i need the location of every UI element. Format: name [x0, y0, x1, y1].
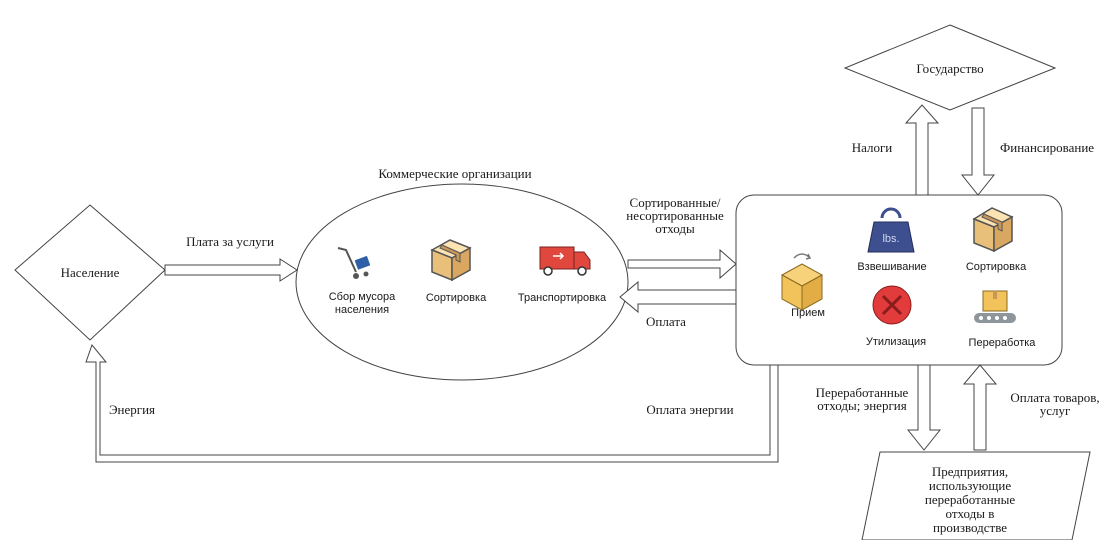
- svg-text:lbs.: lbs.: [882, 233, 899, 245]
- truck-icon: [539, 246, 591, 276]
- box-icon: [430, 239, 472, 282]
- collection-label-line1: Сбор мусора: [329, 291, 396, 303]
- arrow-energy: [85, 343, 779, 463]
- goods-payment-line2: услуг: [1040, 403, 1071, 418]
- facility-sorting-label: Сортировка: [966, 261, 1027, 273]
- commercial-sorting-label: Сортировка: [426, 292, 487, 304]
- population-diamond: [14, 204, 166, 341]
- state-diamond: [843, 24, 1057, 111]
- payment-label: Оплата: [646, 314, 686, 329]
- collection-label-line2: населения: [335, 304, 389, 316]
- hand-truck-icon: [337, 247, 371, 279]
- disposal-icon: [872, 285, 912, 325]
- processed-waste-line1: Переработанные: [816, 385, 909, 400]
- weighing-label: Взвешивание: [857, 261, 926, 273]
- enterprises-line2: использующие: [929, 478, 1011, 493]
- enterprises-line1: Предприятия,: [932, 464, 1008, 479]
- processing-label: Переработка: [969, 337, 1037, 349]
- processed-waste-line2: отходы; энергия: [817, 398, 906, 413]
- weight-icon: lbs.: [867, 207, 915, 253]
- population-label: Население: [61, 265, 120, 280]
- enterprises-line3: переработанные: [925, 492, 1015, 507]
- goods-payment-line1: Оплата товаров,: [1010, 390, 1099, 405]
- taxes-label: Налоги: [852, 140, 893, 155]
- arrow-payment: [619, 280, 737, 314]
- arrow-taxes: [904, 104, 940, 196]
- facility-box-icon: [972, 207, 1014, 253]
- sorted-waste-line3: отходы: [655, 221, 695, 236]
- sorted-waste-line2: несортированные: [626, 208, 724, 223]
- transport-label: Транспортировка: [518, 292, 607, 304]
- energy-payment-label: Оплата энергии: [646, 402, 733, 417]
- enterprises-line5: производстве: [933, 520, 1007, 535]
- conveyor-icon: [974, 290, 1016, 323]
- reception-label: Прием: [791, 307, 825, 319]
- enterprises-shape: [861, 451, 1091, 540]
- disposal-label: Утилизация: [866, 336, 926, 348]
- arrow-service-fee: [164, 258, 298, 282]
- energy-label: Энергия: [109, 402, 155, 417]
- arrow-goods-payment: [962, 364, 998, 451]
- service-fee-label: Плата за услуги: [186, 234, 274, 249]
- arrow-financing: [960, 107, 996, 196]
- arrow-processed-waste: [906, 364, 942, 451]
- arrow-sorted-waste: [627, 248, 737, 280]
- financing-label: Финансирование: [1000, 140, 1094, 155]
- commercial-title: Коммерческие организации: [378, 166, 531, 181]
- open-box-icon: [780, 253, 824, 311]
- commercial-ellipse: [295, 183, 629, 381]
- sorted-waste-line1: Сортированные/: [630, 195, 721, 210]
- enterprises-line4: отходы в: [946, 506, 995, 521]
- state-label: Государство: [916, 61, 983, 76]
